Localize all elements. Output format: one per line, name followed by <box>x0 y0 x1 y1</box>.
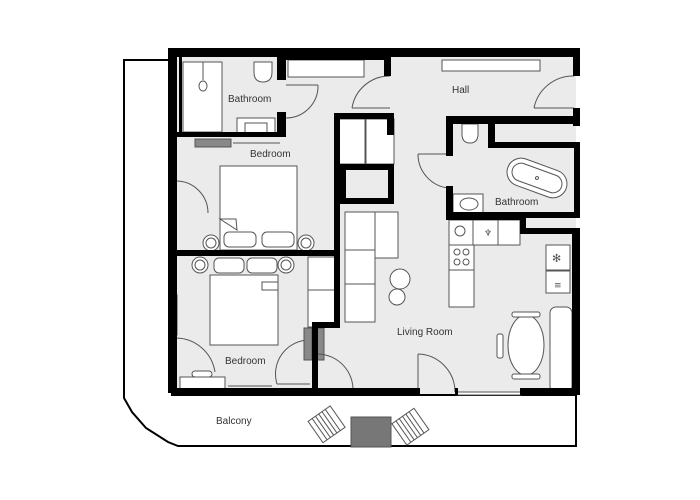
stool-icon <box>388 288 406 306</box>
walls <box>168 48 580 395</box>
dishwasher-icon <box>545 270 571 294</box>
balcony-furniture <box>307 405 430 448</box>
chair-icon <box>511 373 541 380</box>
room-label-hall: Hall <box>452 85 470 96</box>
svg-text:≡: ≡ <box>554 281 562 291</box>
living-room-furniture <box>317 118 522 396</box>
hall-fixtures <box>287 59 575 109</box>
wardrobe-icon <box>287 59 365 78</box>
bathroom-2-fixtures <box>417 123 568 215</box>
entrance-door-icon <box>533 75 575 109</box>
chair-icon <box>191 370 213 378</box>
snowflake-icon: ✻ <box>552 252 561 265</box>
room-label-balcony: Balcony <box>216 416 252 427</box>
door-icon <box>275 339 311 385</box>
refrigerator-icon <box>545 244 571 271</box>
door-icon <box>175 180 209 214</box>
lounge-chair-icon <box>307 405 346 444</box>
stool-icon <box>389 268 411 290</box>
sofa-icon <box>344 211 376 323</box>
chair-icon <box>511 311 541 318</box>
toilet-icon <box>253 61 273 83</box>
wardrobe-icon <box>307 256 337 328</box>
bench-icon <box>549 306 573 393</box>
room-label-bathroom-2: Bathroom <box>495 197 539 208</box>
bedroom-2-furniture <box>173 256 337 395</box>
stove-icon <box>448 244 475 271</box>
lounge-chair-icon <box>391 407 430 446</box>
dining-table-icon <box>507 314 545 376</box>
bathroom-1-fixtures <box>182 61 319 135</box>
radiator-icon <box>194 138 232 148</box>
wine-glass-icon: ♆ <box>484 229 492 239</box>
chair-icon <box>496 333 504 359</box>
radiator-icon <box>303 327 313 361</box>
room-label-bathroom-1: Bathroom <box>228 94 272 105</box>
room-label-bedroom-1: Bedroom <box>250 149 291 160</box>
room-label-bedroom-2: Bedroom <box>225 356 266 367</box>
door-icon <box>175 337 216 373</box>
sink-icon <box>454 225 466 237</box>
slatted-table-icon <box>350 416 392 448</box>
door-icon <box>417 153 450 189</box>
balcony-door-icon <box>417 353 456 393</box>
wardrobe-icon <box>441 59 541 72</box>
door-icon <box>317 353 354 393</box>
room-label-living-room: Living Room <box>397 327 453 338</box>
toilet-icon <box>461 123 479 144</box>
